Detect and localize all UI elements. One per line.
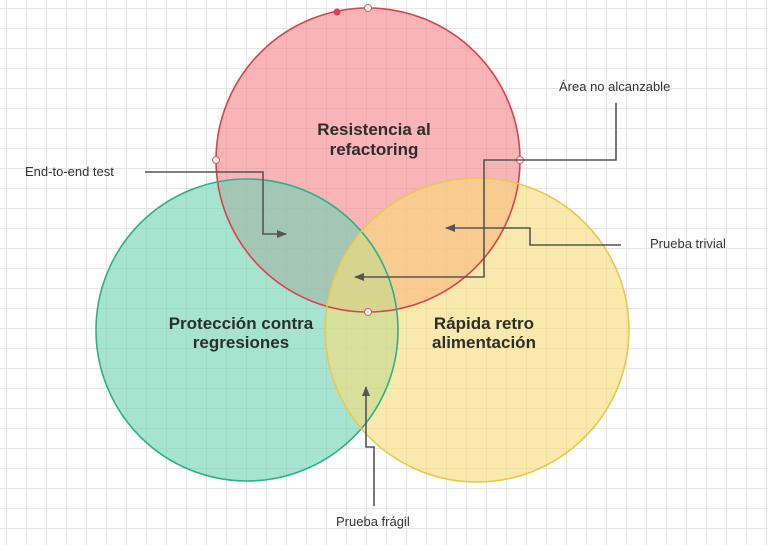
circle-proteccion[interactable] xyxy=(96,179,398,481)
arrow-prueba-trivial[interactable] xyxy=(445,224,621,246)
label-resistencia-line1: Resistencia al xyxy=(317,120,430,139)
circle-rapida[interactable] xyxy=(325,178,629,482)
callout-end-to-end: End-to-end test xyxy=(25,164,114,179)
rotate-handle[interactable] xyxy=(333,8,341,16)
resize-handle-top[interactable] xyxy=(364,4,372,12)
arrow-end-to-end[interactable] xyxy=(145,171,287,238)
label-rapida-line1: Rápida retro xyxy=(434,314,534,333)
callout-prueba-trivial: Prueba trivial xyxy=(650,236,726,251)
callout-prueba-fragil: Prueba frágil xyxy=(336,514,410,529)
callout-area-no-alcanzable: Área no alcanzable xyxy=(559,79,670,94)
label-rapida-line2: alimentación xyxy=(432,333,536,352)
label-resistencia-line2: refactoring xyxy=(330,140,419,159)
arrow-area-no-alcanzable[interactable] xyxy=(354,103,617,281)
resize-handle-left[interactable] xyxy=(212,156,220,164)
arrow-prueba-fragil[interactable] xyxy=(362,386,375,506)
circle-proteccion-outline xyxy=(95,178,399,482)
label-proteccion-line2: regresiones xyxy=(193,333,289,352)
circle-rapida-outline xyxy=(324,177,630,483)
label-proteccion-line1: Protección contra xyxy=(169,314,314,333)
resize-handle-bottom[interactable] xyxy=(364,308,372,316)
